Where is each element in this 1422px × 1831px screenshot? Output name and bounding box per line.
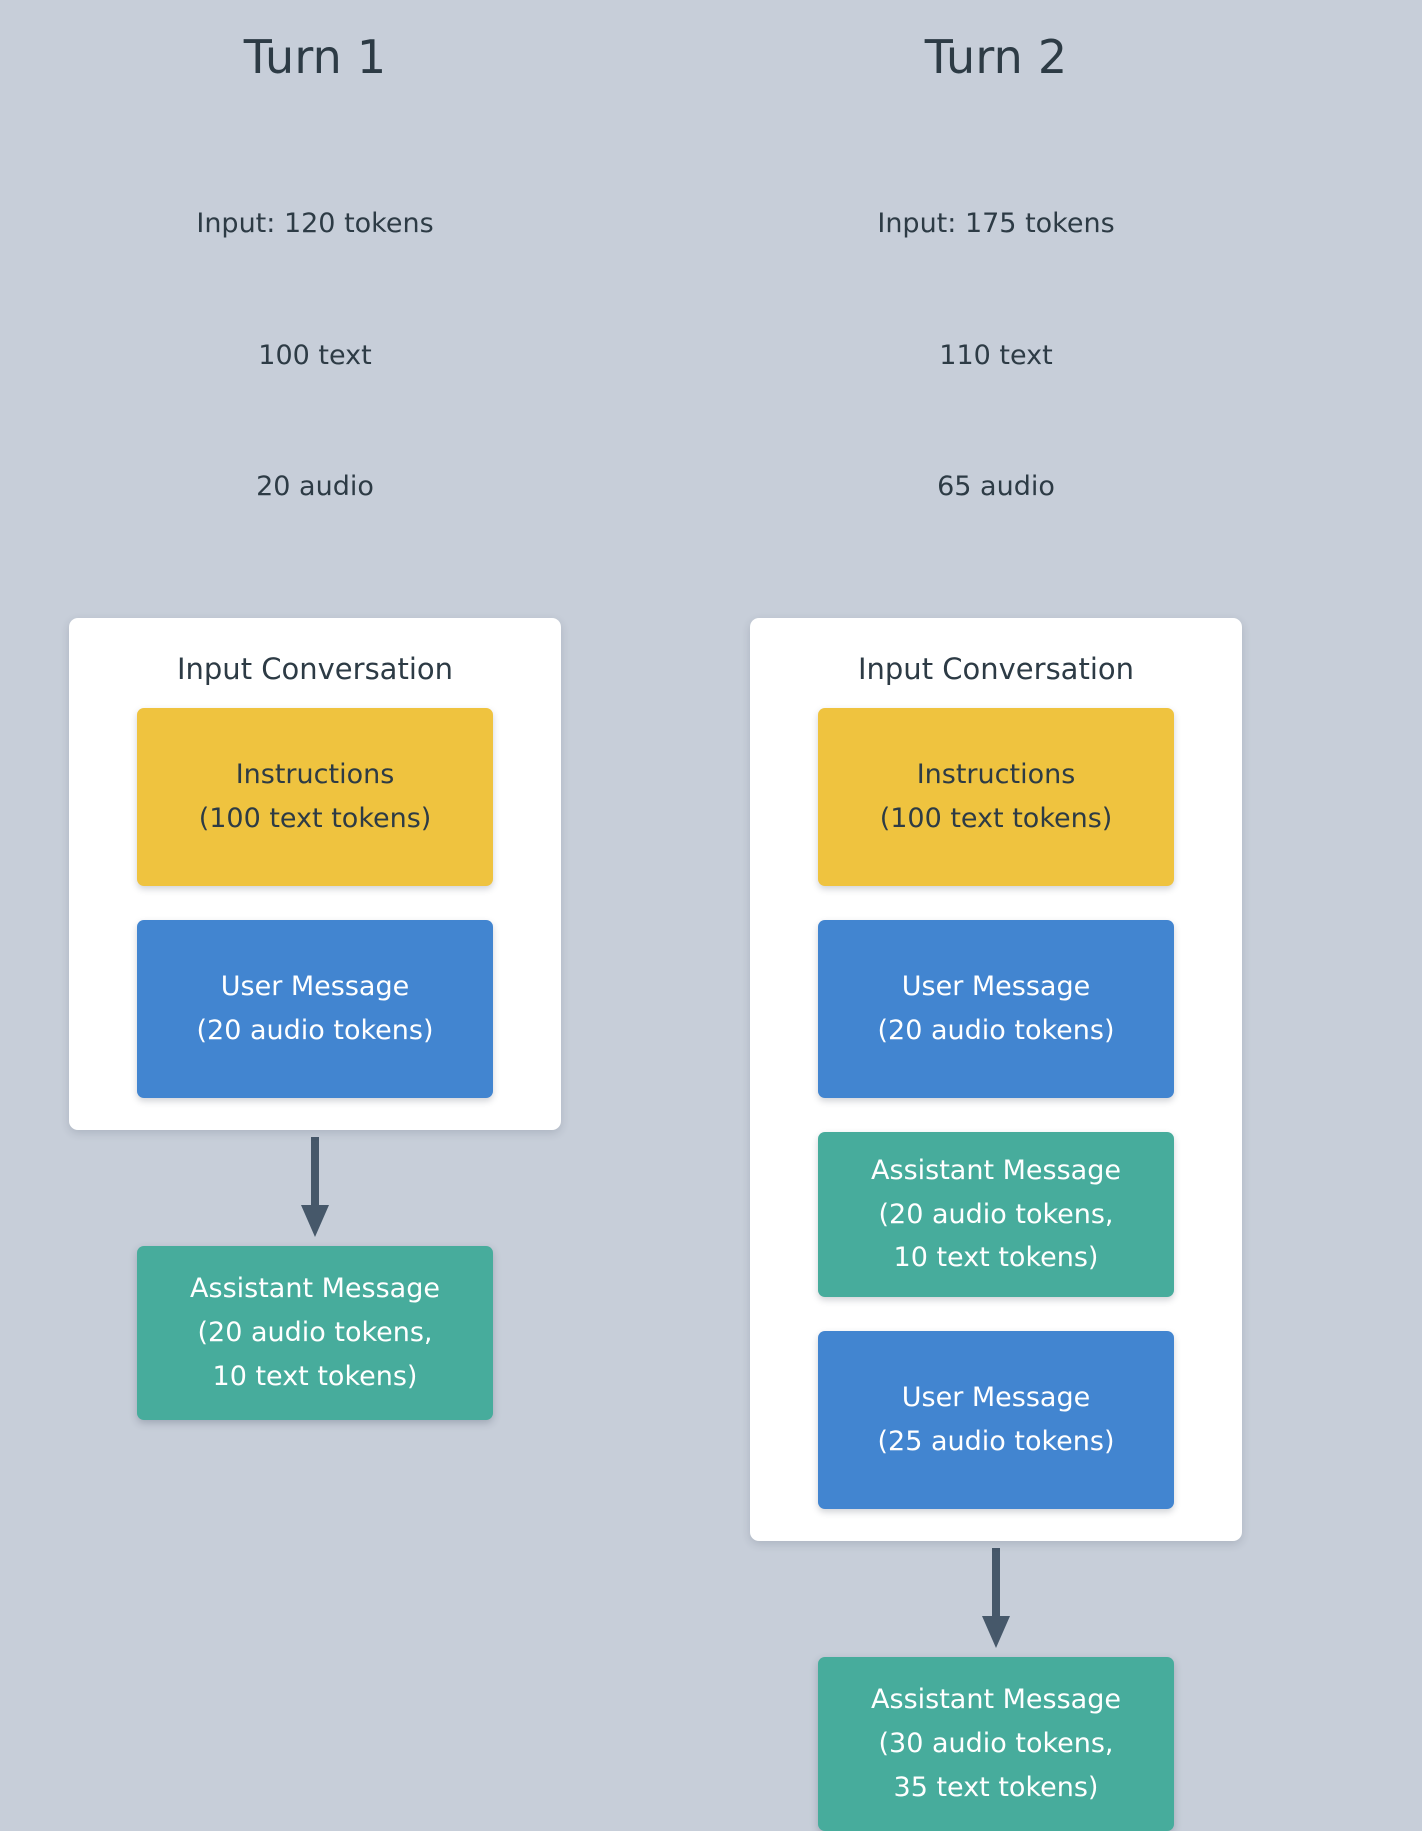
turn-1-assistant-output-label: Assistant Message: [190, 1273, 440, 1305]
turn-1-instructions-block: Instructions (100 text tokens): [137, 707, 493, 886]
turn-2-user-message-2-detail: (25 audio tokens): [877, 1425, 1115, 1457]
turn-1-arrow-container: [35, 1130, 595, 1246]
turn-2-title: Turn 2: [924, 30, 1068, 84]
turn-2-input-conversation-title: Input Conversation: [857, 652, 1135, 687]
turn-2-assistant-message-label: Assistant Message: [871, 1154, 1121, 1186]
turn-1-assistant-output-detail-line2: 10 text tokens): [212, 1360, 418, 1392]
turn-2-assistant-output-block: Assistant Message (30 audio tokens, 35 t…: [818, 1656, 1174, 1831]
turn-1-summary-audio: 20 audio: [256, 470, 374, 502]
turn-2-instructions-block: Instructions (100 text tokens): [818, 707, 1174, 886]
turn-1-column: Turn 1 Input: 120 tokens 100 text 20 aud…: [35, 0, 595, 1420]
turn-1-input-conversation-card: Input Conversation Instructions (100 tex…: [69, 618, 561, 1130]
turn-2-user-message-1-label: User Message: [901, 971, 1091, 1003]
turn-1-title: Turn 1: [243, 30, 387, 84]
turn-2-down-arrow-icon: [982, 1547, 1010, 1648]
turn-2-user-message-1-detail: (20 audio tokens): [877, 1014, 1115, 1046]
turn-2-summary-total: Input: 175 tokens: [877, 208, 1115, 240]
turn-2-user-message-1-block: User Message (20 audio tokens): [818, 919, 1174, 1098]
turn-2-summary: Input: 175 tokens 110 text 65 audio: [716, 115, 1276, 596]
turn-2-assistant-message-detail-line1: (20 audio tokens,: [878, 1198, 1114, 1230]
turn-1-instructions-label: Instructions: [235, 759, 395, 791]
turn-1-user-message-block: User Message (20 audio tokens): [137, 919, 493, 1098]
turn-2-summary-audio: 65 audio: [937, 470, 1055, 502]
turn-1-input-conversation-title: Input Conversation: [176, 652, 454, 687]
turn-2-assistant-output-detail-line2: 35 text tokens): [893, 1771, 1099, 1803]
turn-2-instructions-label: Instructions: [916, 759, 1076, 791]
turn-1-summary-text: 100 text: [258, 339, 372, 371]
turn-2-assistant-message-block: Assistant Message (20 audio tokens, 10 t…: [818, 1131, 1174, 1297]
turn-2-user-message-2-label: User Message: [901, 1382, 1091, 1414]
turn-2-arrow-container: [716, 1541, 1276, 1657]
diagram-canvas: Turn 1 Input: 120 tokens 100 text 20 aud…: [35, 0, 1242, 1831]
turn-1-user-message-detail: (20 audio tokens): [196, 1014, 434, 1046]
turn-1-summary-total: Input: 120 tokens: [196, 208, 434, 240]
turn-2-assistant-output-detail-line1: (30 audio tokens,: [878, 1728, 1114, 1760]
turn-1-summary: Input: 120 tokens 100 text 20 audio: [35, 115, 595, 596]
turn-2-user-message-2-block: User Message (25 audio tokens): [818, 1330, 1174, 1509]
turn-2-assistant-message-detail-line2: 10 text tokens): [893, 1242, 1099, 1274]
turn-1-down-arrow-icon: [301, 1136, 329, 1237]
turn-1-assistant-output-detail-line1: (20 audio tokens,: [197, 1317, 433, 1349]
turn-1-user-message-label: User Message: [220, 971, 410, 1003]
turn-1-assistant-output-block: Assistant Message (20 audio tokens, 10 t…: [137, 1245, 493, 1420]
turn-2-instructions-detail: (100 text tokens): [879, 802, 1113, 834]
turn-2-column: Turn 2 Input: 175 tokens 110 text 65 aud…: [716, 0, 1276, 1831]
turn-2-summary-text: 110 text: [939, 339, 1053, 371]
turn-2-input-conversation-card: Input Conversation Instructions (100 tex…: [750, 618, 1242, 1541]
turn-2-assistant-output-label: Assistant Message: [871, 1684, 1121, 1716]
turn-1-instructions-detail: (100 text tokens): [198, 802, 432, 834]
